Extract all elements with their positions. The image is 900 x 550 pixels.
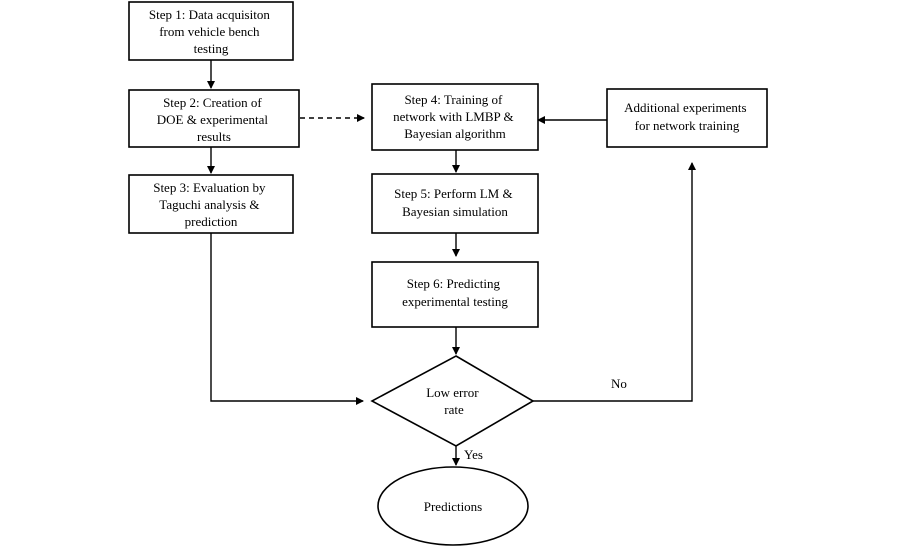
step4-box: Step 4: Training of network with LMBP & … (371, 83, 539, 151)
predictions-ellipse: Predictions (377, 466, 529, 546)
svg-text:Step 4: Training of netw: Step 4: Training of network with LMBP & … (393, 92, 517, 141)
step6-line-1: Step 6: Predicting (407, 276, 501, 291)
yes-label: Yes (464, 447, 483, 462)
step1-line-3: testing (194, 41, 229, 56)
step6-line-2: experimental testing (402, 294, 508, 309)
step1-box: Step 1: Data acquisiton from vehicle ben… (128, 1, 294, 61)
predictions-label: Predictions (424, 499, 483, 514)
no-label: No (611, 376, 627, 391)
step3-box: Step 3: Evaluation by Taguchi analysis &… (128, 174, 294, 234)
arrow-decision-no-to-additional (533, 162, 696, 402)
additional-experiments-box: Additional experiments for network train… (606, 88, 768, 148)
step5-line-2: Bayesian simulation (402, 204, 508, 219)
step1-line-2: from vehicle bench (159, 24, 260, 39)
step5-box: Step 5: Perform LM & Bayesian simulation (371, 173, 539, 234)
additional-line-2: for network training (635, 118, 740, 133)
svg-text:Step 2: Creation of DOE: Step 2: Creation of DOE & experimental r… (157, 95, 271, 144)
additional-line-1: Additional experiments (624, 100, 746, 115)
svg-text:Step 1: Data acquisiton: Step 1: Data acquisiton from vehicle ben… (149, 7, 273, 56)
svg-text:Step 6: Predicting exper: Step 6: Predicting experimental testing (402, 276, 508, 309)
step2-line-1: Step 2: Creation of (163, 95, 262, 110)
step2-line-3: results (197, 129, 231, 144)
decision-diamond: Low error rate (370, 355, 535, 447)
arrow-step3-to-decision (210, 233, 364, 405)
step5-line-1: Step 5: Perform LM & (394, 186, 512, 201)
decision-line-2: rate (444, 402, 464, 417)
svg-text:Step 3: Evaluation by Ta: Step 3: Evaluation by Taguchi analysis &… (153, 180, 269, 229)
step4-line-1: Step 4: Training of (404, 92, 503, 107)
decision-line-1: Low error (426, 385, 479, 400)
svg-text:Additional experiments f: Additional experiments for network train… (624, 100, 750, 133)
step2-box: Step 2: Creation of DOE & experimental r… (128, 89, 300, 148)
step6-box: Step 6: Predicting experimental testing (371, 261, 539, 328)
step3-line-2: Taguchi analysis & (159, 197, 259, 212)
step4-line-2: network with LMBP & (393, 109, 514, 124)
step4-line-3: Bayesian algorithm (404, 126, 505, 141)
step3-line-3: prediction (185, 214, 238, 229)
step1-line-1: Step 1: Data acquisiton (149, 7, 270, 22)
svg-text:Step 5: Perform LM & Ba: Step 5: Perform LM & Bayesian simulation (394, 186, 516, 219)
step3-line-1: Step 3: Evaluation by (153, 180, 266, 195)
svg-text:Low error rate: Low error rate (426, 385, 482, 417)
step2-line-2: DOE & experimental (157, 112, 269, 127)
